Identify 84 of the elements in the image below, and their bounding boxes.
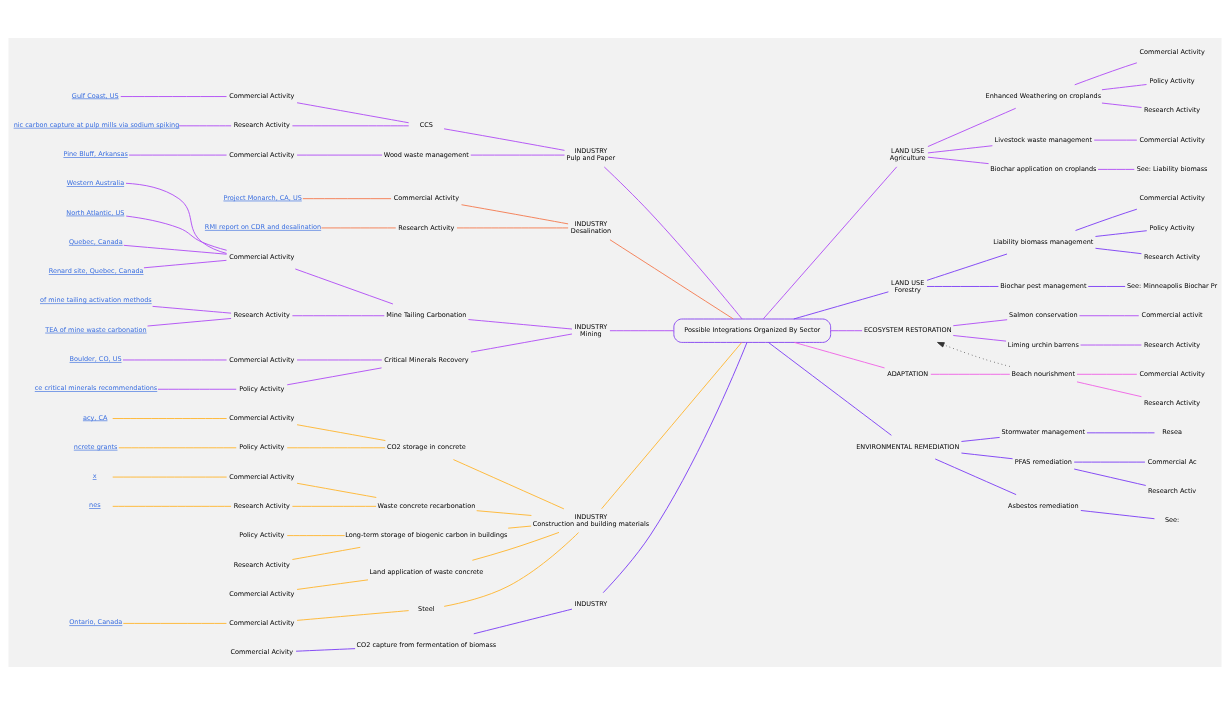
connector [927,156,990,164]
connector [157,388,237,390]
connector [830,329,863,331]
connector [930,373,1011,375]
connector [461,203,569,224]
connector [286,366,383,385]
connector [476,509,532,516]
connector [302,197,392,199]
connector [1074,61,1138,85]
connector [291,314,385,316]
connector [1095,229,1148,237]
connector [926,253,1008,281]
connector [443,127,565,151]
connector [926,285,999,287]
connector [793,341,885,368]
connector [1101,83,1147,90]
connector [296,482,377,498]
connector [952,318,1008,326]
connector [1076,373,1138,375]
connector [320,227,397,228]
connector [296,154,383,156]
connector [152,305,232,314]
connector [961,452,1014,459]
connector [1086,431,1155,433]
connector [1080,344,1142,345]
connector [128,154,227,156]
connector [601,341,743,509]
arrow [937,341,1011,367]
connector [291,505,377,507]
connector [1095,247,1142,254]
connector [603,166,743,319]
connector [473,608,573,634]
connector [122,359,228,360]
connector [1076,380,1142,397]
connector [470,154,565,156]
connector [927,107,1017,147]
connector [793,290,889,319]
connector [286,534,346,536]
connector [1079,314,1140,316]
connector [125,215,228,251]
connector [112,505,232,507]
connector [296,359,383,360]
connector [291,124,410,126]
connector [762,165,898,319]
connector [112,417,228,419]
connector [470,333,573,353]
connector [291,546,361,560]
connector [1073,461,1146,463]
connector [1097,168,1135,170]
connector [927,144,993,153]
connector [296,609,410,621]
connector [295,647,356,652]
connector [1087,285,1126,287]
connector [1073,468,1147,486]
connector [507,525,532,529]
connector [296,101,410,123]
connector [122,622,227,624]
connector [1075,208,1138,231]
connector [768,341,892,436]
connector [294,268,394,304]
connector [443,531,579,607]
connector [934,458,1017,495]
connector [452,458,565,509]
connector [456,227,569,228]
connector [952,334,1007,342]
connector [118,446,237,448]
connector [286,446,386,448]
connector [296,423,386,441]
connector [471,531,560,561]
connector [961,436,1001,442]
connector [1080,509,1155,519]
connector [602,341,748,593]
connector [123,244,228,255]
connector [1093,139,1138,141]
connector [147,317,232,326]
connector [467,318,573,329]
connector [296,578,369,590]
connector [1101,102,1142,108]
connector [178,124,232,126]
connector [120,95,227,97]
connector [143,259,227,268]
connector [125,182,228,254]
connector [609,238,734,319]
connector [609,329,675,331]
